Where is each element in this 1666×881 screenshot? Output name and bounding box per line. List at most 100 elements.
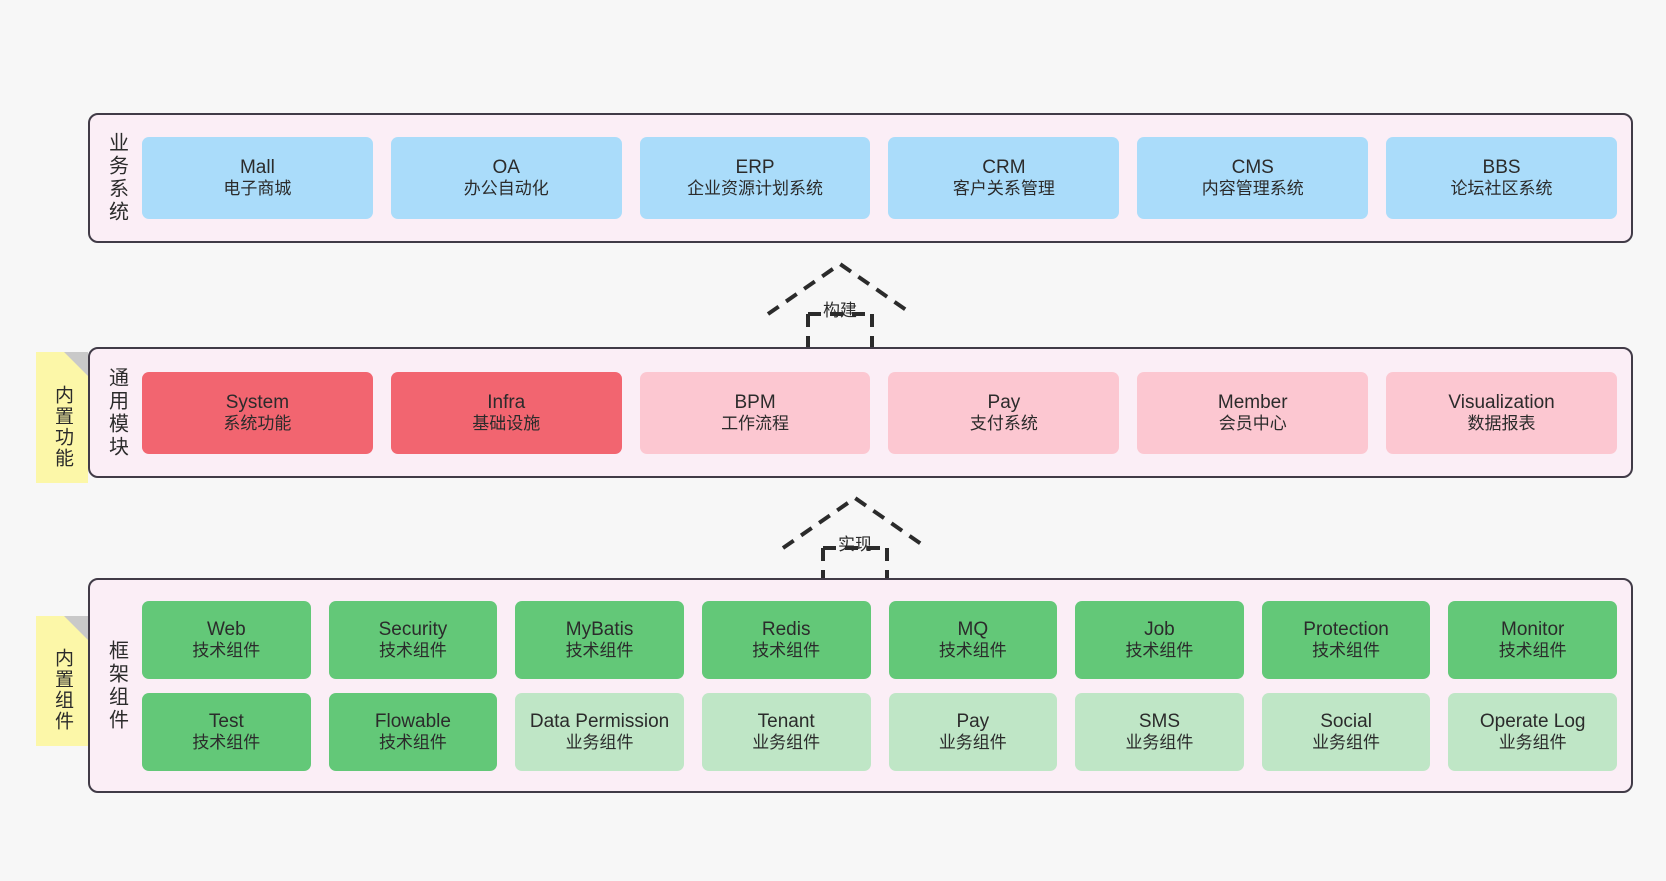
- component-card-title: System: [225, 391, 290, 413]
- component-card-title: Web: [206, 618, 246, 640]
- component-card-title: CRM: [982, 157, 1026, 179]
- component-card-title: BPM: [734, 391, 776, 413]
- component-card-subtitle: 技术组件: [192, 732, 261, 752]
- component-card-title: Flowable: [374, 710, 451, 732]
- component-card-subtitle: 电子商城: [223, 179, 292, 199]
- component-card-subtitle: 业务组件: [752, 732, 821, 752]
- component-card-title: Visualization: [1448, 391, 1555, 413]
- component-card-title: Protection: [1303, 618, 1389, 640]
- component-card-title: Monitor: [1501, 618, 1565, 640]
- component-card-title: Tenant: [757, 710, 815, 732]
- component-card-subtitle: 业务组件: [1312, 732, 1381, 752]
- component-card-subtitle: 技术组件: [1125, 640, 1194, 660]
- component-card-title: Member: [1217, 391, 1288, 413]
- component-card-subtitle: 业务组件: [938, 732, 1007, 752]
- sticky-fold-corner-icon: [64, 352, 88, 376]
- component-card-subtitle: 内容管理系统: [1201, 179, 1304, 199]
- component-card-title: Operate Log: [1479, 710, 1586, 732]
- component-card-subtitle: 技术组件: [1312, 640, 1381, 660]
- component-card-title: MyBatis: [565, 618, 634, 640]
- component-card-subtitle: 系统功能: [223, 413, 292, 433]
- component-card-title: Infra: [487, 391, 526, 413]
- sticky-fold-corner-icon: [64, 616, 88, 640]
- component-card-title: CMS: [1231, 157, 1274, 179]
- component-card-title: OA: [492, 157, 520, 179]
- component-card-subtitle: 论坛社区系统: [1450, 179, 1553, 199]
- component-card-subtitle: 技术组件: [1498, 640, 1567, 660]
- component-card-subtitle: 办公自动化: [463, 179, 549, 199]
- component-card-subtitle: 技术组件: [938, 640, 1007, 660]
- component-card-title: Job: [1144, 618, 1175, 640]
- component-card-title: MQ: [957, 618, 989, 640]
- layer-caption-common-modules: 通用模块: [105, 366, 128, 459]
- component-card-subtitle: 技术组件: [752, 640, 821, 660]
- connector-implement-label: 实现: [838, 535, 872, 554]
- component-card-subtitle: 业务组件: [1498, 732, 1567, 752]
- component-card-subtitle: 基础设施: [472, 413, 541, 433]
- component-card-subtitle: 企业资源计划系统: [687, 179, 824, 199]
- component-card-title: Mall: [239, 157, 275, 179]
- component-card-title: Redis: [761, 618, 811, 640]
- component-card-subtitle: 技术组件: [378, 732, 447, 752]
- component-card-subtitle: 业务组件: [1125, 732, 1194, 752]
- layer-caption-framework-components: 框架组件: [105, 639, 128, 732]
- component-card-title: Test: [208, 710, 244, 732]
- component-card-title: Pay: [987, 391, 1021, 413]
- sticky-tab-builtin-components: 内置组件: [36, 616, 88, 746]
- sticky-tab-builtin-components-label: 内置组件: [51, 648, 73, 732]
- sticky-tab-builtin-functions-label: 内置功能: [51, 384, 73, 469]
- component-card-subtitle: 数据报表: [1467, 413, 1536, 433]
- component-card-subtitle: 技术组件: [378, 640, 447, 660]
- component-card-title: Social: [1320, 710, 1372, 732]
- component-card-title: Data Permission: [529, 710, 670, 732]
- connector-build: 构建: [760, 258, 920, 350]
- component-card-subtitle: 技术组件: [565, 640, 634, 660]
- component-card-subtitle: 工作流程: [721, 413, 790, 433]
- component-card-title: SMS: [1138, 710, 1181, 732]
- component-card-title: Pay: [956, 710, 990, 732]
- layer-caption-business-system: 业务系统: [105, 132, 128, 224]
- sticky-tab-builtin-functions: 内置功能: [36, 352, 88, 483]
- component-card-subtitle: 技术组件: [192, 640, 261, 660]
- component-card-subtitle: 支付系统: [969, 413, 1038, 433]
